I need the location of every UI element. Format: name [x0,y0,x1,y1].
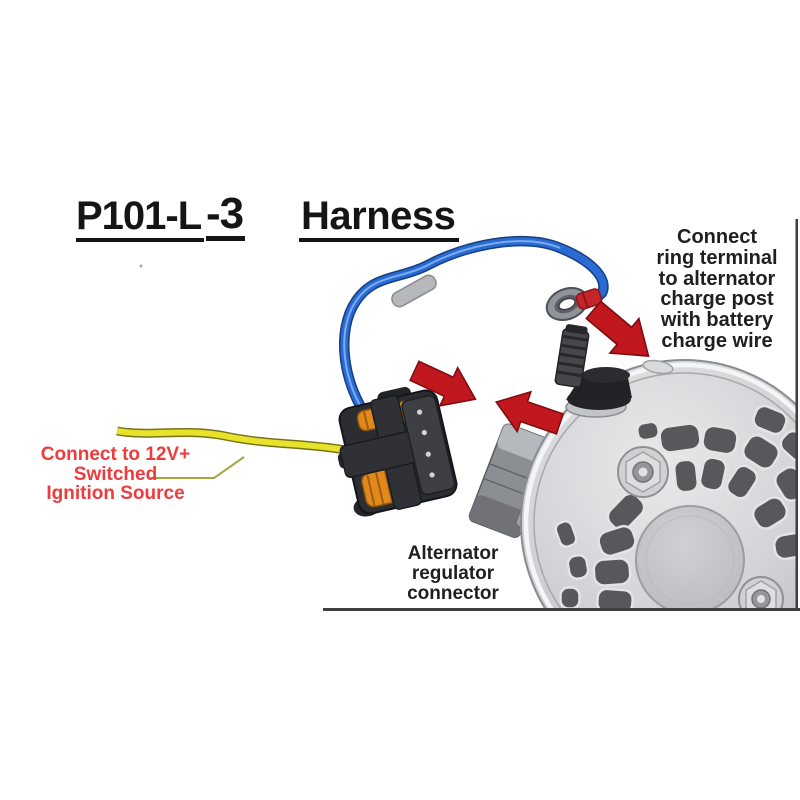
part-number: P101-L [76,196,205,242]
harness-connector [337,386,458,517]
wire-sleeve [391,274,437,308]
alternator [468,359,796,608]
arrow-connector-left [494,390,565,435]
hub [635,505,745,608]
annotation-line: charge wire [661,329,773,352]
charge-post-stud [554,324,590,388]
part-number-suffix: -3 [206,192,246,241]
annotation-line: regulator [411,563,495,584]
annotation-line: Ignition Source [46,483,185,504]
leader-line [150,456,245,479]
bolt [738,576,784,608]
charge-post [554,324,632,418]
ignition-annotation: Connect to 12V+ Switched Ignition Source [23,445,208,504]
crimp [575,288,603,310]
arrows [409,300,650,435]
frame-line-bottom [323,608,800,611]
bolt [617,446,669,498]
annotation-line: with battery [660,309,774,332]
annotation-line: Switched [73,463,158,485]
vent-holes [554,404,796,608]
yellow-wire [116,426,369,458]
arrow-to-charge-post [585,300,650,357]
annotation-line: charge post [660,288,774,311]
charge-post-annotation: Connect ring terminal to alternator char… [628,227,800,352]
frame-line-right [795,219,798,611]
blue-wire [339,236,609,425]
annotation-line: ring terminal [656,246,778,269]
regulator-annotation: Alternator regulator connector [366,544,540,604]
speck [139,264,143,268]
annotation-line: Connect to 12V+ [40,444,191,465]
annotation-line: Alternator [407,543,499,564]
annotation-line: connector [407,583,499,604]
mounting-lug [642,359,674,375]
page-title: Harness [299,196,460,242]
annotation-line: Connect [677,226,757,248]
annotation-line: to alternator [658,267,776,290]
arrow-connector-right [409,360,477,407]
